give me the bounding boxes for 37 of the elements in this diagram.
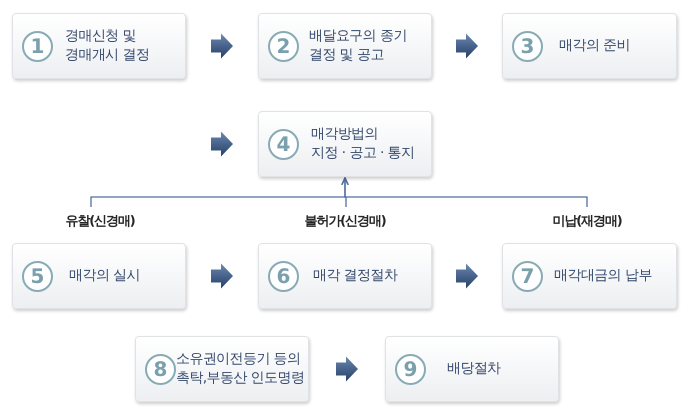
arrow [456,34,478,58]
step-number: 2 [268,31,299,62]
connector-line [341,177,588,207]
branch-label: 유찰(신경매) [65,214,135,230]
step-title: 매각대금의 납부 [554,266,652,286]
step-number: 4 [268,129,299,160]
step-box [12,13,186,79]
step-box [502,13,677,79]
step-box [385,336,559,402]
step-box [502,243,677,309]
step-box [135,336,309,402]
step-box [12,243,186,309]
step-title: 매각방법의 지정 · 공고 · 통지 [311,125,415,163]
arrow [211,34,233,58]
step-number: 1 [22,31,53,62]
step-title: 매각의 실시 [69,266,140,286]
step-title: 매각의 준비 [559,36,630,56]
step-number: 8 [145,354,176,385]
branch-label: 불허가(신경매) [304,214,386,230]
step-title: 매각 결정절차 [313,266,398,286]
step-title: 배달요구의 종기 결정 및 공고 [309,27,407,65]
step-box [258,13,432,79]
arrow [456,264,478,288]
arrow [336,356,358,382]
branch-label: 미납(재경매) [552,214,622,230]
arrow [211,264,233,288]
step-number: 6 [268,261,299,292]
step-box [258,243,432,309]
arrow [211,132,233,156]
step-number: 3 [512,31,543,62]
step-number: 7 [512,261,543,292]
step-title: 배당절차 [447,360,501,378]
step-box [258,111,432,177]
step-title: 경매신청 및 경매개시 결정 [65,27,150,65]
step-title: 소유권이전등기 등의 촉탁,부동산 인도명령 [176,350,304,388]
step-number: 9 [395,354,426,385]
step-number: 5 [22,261,53,292]
